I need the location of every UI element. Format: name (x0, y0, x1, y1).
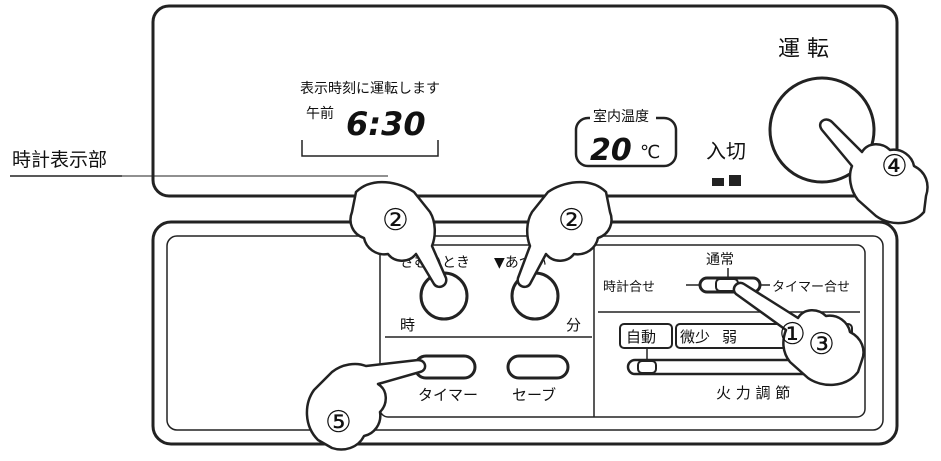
am-label: 午前 (306, 105, 334, 122)
save-button[interactable] (506, 354, 570, 380)
pointing-hand-hour-icon (349, 180, 448, 289)
indicator-lamp-on (729, 175, 741, 186)
clock-display-callout: 時計表示部 (12, 149, 107, 171)
minute-label: 分 (566, 316, 581, 334)
room-temp-unit: ℃ (640, 142, 660, 163)
room-temp-label: 室内温度 (593, 108, 649, 125)
run-label: 運 転 (778, 37, 829, 62)
on-off-label: 入切 (706, 139, 746, 163)
timer-label: タイマー (418, 386, 478, 404)
save-label: セーブ (512, 386, 556, 404)
mode-timer-set-label: タイマー合せ (772, 280, 850, 295)
step-2-hour-icon: ② (382, 203, 409, 238)
fire-micro-label: 微少 (680, 328, 710, 346)
pointing-hand-minute-icon (516, 180, 613, 289)
room-temp-value: 20 (590, 133, 632, 168)
step-5-icon: ⑤ (325, 405, 352, 440)
step-4-icon: ④ (881, 149, 908, 184)
pointing-hand-mode-switch-icon (732, 281, 865, 386)
button-bay (379, 244, 866, 418)
pointing-hand-run-icon (818, 118, 929, 225)
fire-slider-knob[interactable] (637, 360, 657, 374)
auto-label: 自動 (626, 328, 656, 346)
control-panel-inner (166, 235, 884, 431)
clock-time: 6:30 (346, 105, 426, 143)
auto-box (619, 323, 673, 349)
display-unit (151, 4, 899, 198)
pointing-hand-timer-icon (305, 358, 427, 451)
step-2-minute-icon: ② (558, 203, 585, 238)
room-temp-label-bg (590, 106, 656, 124)
step-1-icon: ① (779, 317, 806, 352)
fire-weak-label: 弱 (722, 328, 737, 346)
indicator-lamp-off (712, 178, 724, 186)
mode-clock-set-label: 時計合せ (603, 279, 655, 295)
run-notice-text: 表示時刻に運転します (300, 81, 440, 97)
mode-normal-label: 通常 (706, 252, 734, 268)
clock-bracket (301, 140, 439, 157)
step-3-icon: ③ (808, 327, 835, 362)
fire-control-label: 火 力 調 節 (716, 384, 790, 402)
hour-label: 時 (400, 316, 415, 334)
